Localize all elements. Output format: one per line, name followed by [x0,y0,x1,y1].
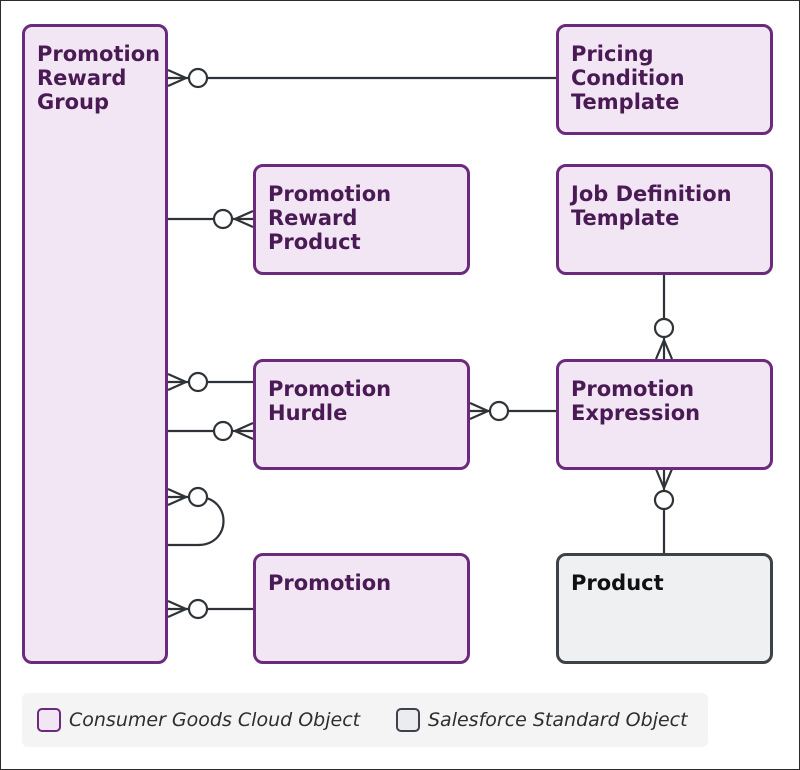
legend: Consumer Goods Cloud Object Salesforce S… [22,693,708,747]
entity-promotion: Promotion [253,553,470,664]
rel-hurdle-expression [469,400,557,422]
legend-label-custom: Consumer Goods Cloud Object [69,709,361,731]
legend-item-standard: Salesforce Standard Object [396,706,688,734]
legend-swatch-standard [396,708,420,732]
rel-expression-product [653,468,675,555]
rel-prg-reward-product [168,208,254,230]
rel-prg-promotion [167,598,253,620]
rel-prg-hurdle-lower [168,420,254,442]
rel-prg-self-reference [167,486,225,547]
legend-item-custom: Consumer Goods Cloud Object [37,706,360,734]
entity-promotion-hurdle: Promotion Hurdle [253,359,470,470]
entity-promotion-expression: Promotion Expression [556,359,773,470]
legend-swatch-custom [37,708,61,732]
entity-promotion-reward-group: Promotion Reward Group [22,24,168,664]
rel-prg-pricing-condition-template [167,67,557,89]
entity-product: Product [556,553,773,664]
entity-promotion-reward-product: Promotion Reward Product [253,164,470,275]
rel-prg-hurdle-upper [167,371,253,393]
rel-jobdef-expression [653,275,675,360]
legend-label-standard: Salesforce Standard Object [428,709,688,731]
entity-job-definition-template: Job Definition Template [556,164,773,275]
entity-pricing-condition-template: Pricing Condition Template [556,24,773,135]
